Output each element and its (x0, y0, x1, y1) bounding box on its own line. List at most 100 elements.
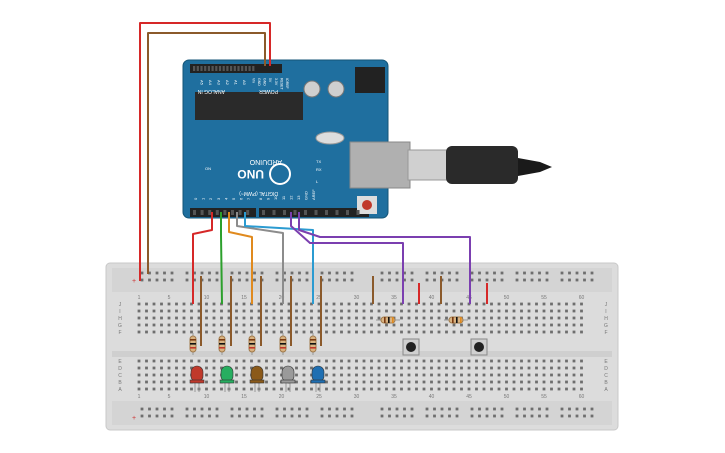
breadboard-hole (505, 309, 508, 313)
breadboard-hole (238, 271, 241, 275)
breadboard-hole (583, 271, 586, 275)
breadboard-hole (590, 278, 594, 282)
breadboard-hole (437, 316, 441, 320)
breadboard-hole (583, 278, 586, 282)
wire-button-2 (298, 212, 471, 304)
breadboard-hole (425, 278, 429, 282)
breadboard-hole (152, 380, 156, 384)
breadboard-hole (538, 407, 541, 411)
breadboard-hole (437, 366, 441, 370)
breadboard-hole (193, 407, 196, 411)
breadboard-hole (377, 366, 381, 370)
row-letter: B (118, 380, 122, 386)
breadboard-hole (182, 380, 186, 384)
breadboard: 1155101015152020252530303535404045455050… (105, 262, 619, 431)
breadboard-hole (490, 366, 493, 370)
breadboard-hole (197, 302, 201, 306)
breadboard-hole (167, 309, 171, 313)
breadboard-hole (527, 302, 531, 306)
led (190, 365, 204, 383)
breadboard-hole (500, 414, 504, 418)
breadboard-hole (392, 380, 396, 384)
breadboard-hole (235, 366, 238, 370)
breadboard-hole (328, 278, 331, 282)
breadboard-hole (343, 271, 346, 275)
breadboard-hole (440, 407, 444, 411)
breadboard-hole (145, 316, 148, 320)
breadboard-hole (377, 309, 381, 313)
breadboard-hole (160, 330, 163, 334)
breadboard-hole (148, 414, 151, 418)
breadboard-hole (253, 271, 256, 275)
breadboard-hole (167, 359, 171, 363)
breadboard-hole (515, 414, 519, 418)
breadboard-hole (197, 359, 201, 363)
breadboard-hole (568, 278, 571, 282)
breadboard-hole (332, 309, 336, 313)
breadboard-hole (572, 323, 576, 327)
breadboard-hole (460, 359, 463, 363)
board-led-label: TX (316, 159, 321, 164)
power-pin-label: IOREF (285, 78, 289, 89)
breadboard-hole (302, 316, 306, 320)
atmega-chip (195, 92, 303, 120)
breadboard-hole (355, 366, 358, 370)
breadboard-hole (460, 373, 463, 377)
breadboard-hole (482, 380, 486, 384)
breadboard-hole (332, 330, 336, 334)
breadboard-hole (212, 330, 216, 334)
reset-button-cap[interactable] (362, 200, 372, 210)
breadboard-hole (332, 366, 336, 370)
breadboard-hole (302, 323, 306, 327)
breadboard-hole (332, 323, 336, 327)
breadboard-hole (160, 387, 163, 391)
row-letter: H (118, 316, 122, 322)
wire-led-orange (228, 212, 253, 304)
breadboard-hole (212, 387, 216, 391)
breadboard-hole (355, 316, 358, 320)
breadboard-hole (335, 271, 339, 275)
row-letter: E (118, 359, 122, 365)
usb-cable (407, 146, 552, 184)
breadboard-hole (220, 359, 223, 363)
analog-pin-label: A3 (217, 80, 222, 86)
breadboard-hole (287, 330, 291, 334)
breadboard-hole (482, 330, 486, 334)
breadboard-hole (167, 330, 171, 334)
breadboard-hole (227, 359, 231, 363)
breadboard-hole (448, 271, 451, 275)
breadboard-hole (325, 366, 328, 370)
breadboard-hole (362, 380, 366, 384)
breadboard-hole (257, 323, 261, 327)
breadboard-hole (478, 271, 481, 275)
breadboard-hole (362, 323, 366, 327)
breadboard-hole (545, 278, 549, 282)
column-number: 60 (579, 394, 585, 400)
breadboard-hole (212, 323, 216, 327)
breadboard-hole (163, 278, 166, 282)
breadboard-hole (370, 302, 373, 306)
push-button-cap (406, 342, 416, 352)
breadboard-hole (410, 407, 414, 411)
breadboard-hole (190, 387, 193, 391)
breadboard-hole (185, 271, 189, 275)
breadboard-hole (362, 359, 366, 363)
breadboard-hole (385, 373, 388, 377)
breadboard-hole (163, 407, 166, 411)
breadboard-hole (482, 323, 486, 327)
breadboard-hole (538, 271, 541, 275)
breadboard-hole (227, 309, 231, 313)
breadboard-hole (275, 278, 279, 282)
breadboard-hole (355, 302, 358, 306)
breadboard-hole (200, 271, 204, 275)
breadboard-hole (455, 278, 459, 282)
column-number: 50 (504, 394, 510, 400)
breadboard-hole (557, 359, 561, 363)
breadboard-hole (565, 366, 568, 370)
breadboard-hole (145, 330, 148, 334)
header-digital-label: DIGITAL (PWM~) (239, 190, 278, 196)
breadboard-hole (155, 407, 159, 411)
breadboard-hole (272, 387, 276, 391)
breadboard-hole (265, 366, 268, 370)
